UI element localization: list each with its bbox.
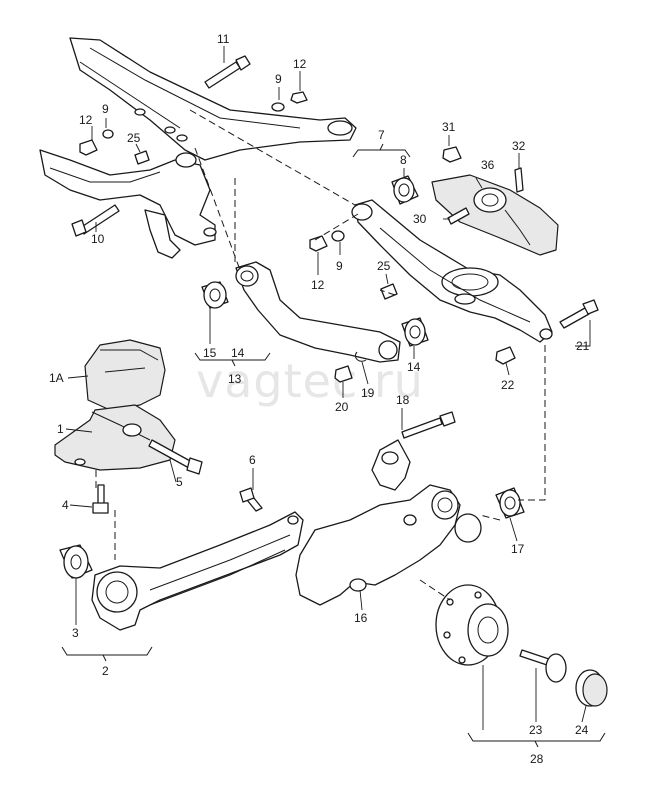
nut-12-left <box>79 139 98 156</box>
hub-bolt-23 <box>519 649 567 683</box>
bolt-5 <box>148 439 203 475</box>
alignment-lines <box>95 109 546 601</box>
callout-2: 2 <box>102 664 109 678</box>
bushing-8 <box>391 175 419 205</box>
leader-lines <box>65 46 591 730</box>
subframe <box>39 37 357 259</box>
callout-9: 9 <box>102 102 109 116</box>
bushing-25-left <box>134 150 150 165</box>
hub-cap-24 <box>575 669 608 707</box>
bolt-30 <box>447 207 470 225</box>
brace-28 <box>467 732 606 748</box>
nut-22 <box>495 346 516 365</box>
washer-9-left <box>102 129 114 139</box>
brace-2 <box>61 646 153 662</box>
callout-10: 10 <box>91 232 105 246</box>
brace-13 <box>194 352 271 367</box>
callout-1a: 1A <box>49 371 64 385</box>
bushing-ring <box>454 513 482 543</box>
nut-20 <box>334 365 353 383</box>
callout-31: 31 <box>442 120 456 134</box>
bolt-11 <box>204 55 251 89</box>
callout-12: 12 <box>79 113 93 127</box>
wheel-hub-28 <box>435 584 509 666</box>
callout-24: 24 <box>575 723 589 737</box>
callout-22: 22 <box>501 378 515 392</box>
bushing-17 <box>495 487 525 519</box>
bolt-10 <box>71 204 120 237</box>
callout-4: 4 <box>62 498 69 512</box>
callout-6: 6 <box>249 453 256 467</box>
callout-32: 32 <box>512 139 526 153</box>
bushing-3 <box>59 544 93 579</box>
callout-36: 36 <box>481 158 495 172</box>
callout-5: 5 <box>176 475 183 489</box>
bolt-21 <box>559 299 599 329</box>
bolt-4 <box>92 484 109 514</box>
callout-11: 11 <box>217 32 230 46</box>
control-arm-7 <box>351 199 553 343</box>
spring-plate-36 <box>431 174 559 256</box>
callout-3: 3 <box>72 626 79 640</box>
callout-14: 14 <box>231 346 245 360</box>
mount-bracket-1 <box>54 404 176 471</box>
callout-20: 20 <box>335 400 349 414</box>
callout-28: 28 <box>530 752 544 766</box>
nut-12-upper <box>290 91 308 104</box>
callout-16: 16 <box>354 611 368 625</box>
callout-15: 15 <box>203 346 217 360</box>
callout-30: 30 <box>413 212 427 226</box>
wheel-carrier-16 <box>295 484 461 606</box>
bolt-6 <box>239 487 263 512</box>
washer-9-upper <box>271 102 285 112</box>
callout-25: 25 <box>127 131 141 145</box>
callout-labels: 11 9 12 9 12 25 10 7 8 31 32 36 30 9 12 … <box>49 32 590 766</box>
bolt-32 <box>514 167 524 193</box>
callout-12: 12 <box>293 57 307 71</box>
callout-14: 14 <box>407 360 421 374</box>
brace-7 <box>352 143 411 158</box>
trailing-arm-2 <box>91 511 304 631</box>
callout-13: 13 <box>228 372 242 386</box>
callout-19: 19 <box>361 386 375 400</box>
callout-1: 1 <box>57 422 64 436</box>
bushing-25-mid <box>380 283 398 300</box>
callout-23: 23 <box>529 723 543 737</box>
callout-18: 18 <box>396 393 410 407</box>
bump-stop-1a <box>84 339 166 411</box>
bushing-14 <box>401 317 429 347</box>
callout-8: 8 <box>400 153 407 167</box>
callout-17: 17 <box>511 542 525 556</box>
callout-9: 9 <box>275 72 282 86</box>
callout-21: 21 <box>576 339 590 353</box>
callout-25: 25 <box>377 259 391 273</box>
nut-31 <box>442 146 462 163</box>
bushing-15 <box>201 281 229 309</box>
control-arm-13 <box>235 261 401 363</box>
clip-19 <box>354 351 367 362</box>
callout-12: 12 <box>311 278 325 292</box>
callout-9: 9 <box>336 259 343 273</box>
callout-7: 7 <box>378 128 385 142</box>
washer-9-mid <box>331 230 345 242</box>
upper-link-18 <box>371 411 456 491</box>
